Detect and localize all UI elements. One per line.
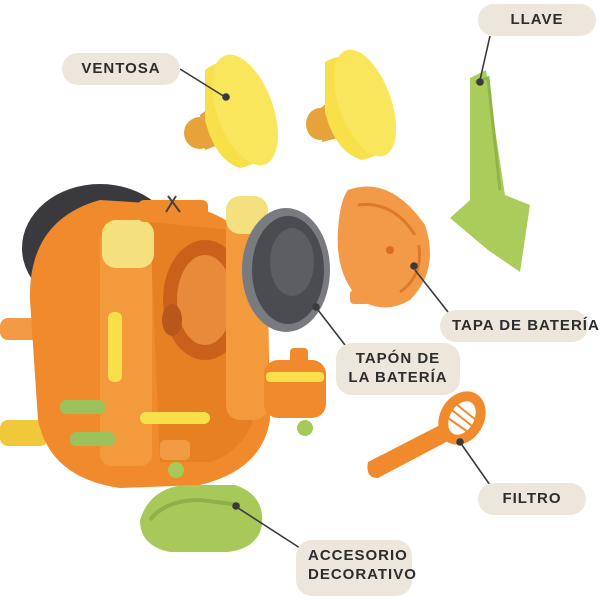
wrench: [450, 70, 530, 272]
suction-cup-right: [306, 49, 397, 160]
label-llave: LLAVE: [478, 4, 596, 36]
label-tapon-bateria: TAPÓN DE LA BATERÍA: [336, 343, 460, 395]
label-accesorio-decorativo: ACCESORIO DECORATIVO: [296, 540, 416, 596]
battery-cover: [337, 186, 430, 308]
label-tapa-bateria: TAPA DE BATERÍA: [440, 310, 599, 342]
rocket-body: [22, 184, 326, 488]
decorative-accessory: [140, 420, 313, 552]
filter-key: [367, 391, 486, 478]
battery-plug: [242, 208, 330, 370]
label-filtro: FILTRO: [478, 483, 586, 515]
side-tubes: [0, 318, 48, 446]
leader-lines: [179, 35, 491, 549]
label-ventosa: VENTOSA: [62, 53, 180, 85]
suction-cup-left: [184, 54, 278, 168]
